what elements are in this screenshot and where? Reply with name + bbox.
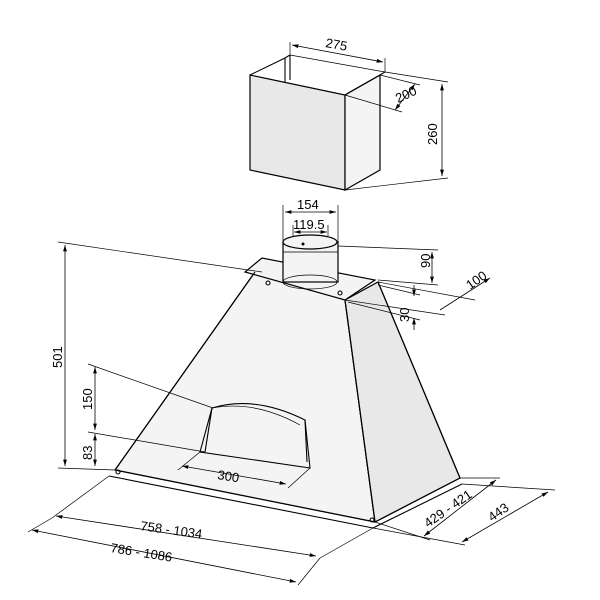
dim-chimney-width: 275 bbox=[289, 35, 386, 72]
air-outlet-collar bbox=[282, 234, 339, 290]
dim-opening-width: 300 bbox=[177, 451, 311, 489]
dim-opening-heights: 150 83 bbox=[80, 363, 214, 466]
label-outer-width-range: 786 - 1086 bbox=[110, 540, 174, 565]
label-inner-width-range: 758 - 1034 bbox=[140, 518, 204, 542]
label-total-height: 501 bbox=[50, 346, 65, 368]
label-outer-depth: 443 bbox=[485, 500, 511, 525]
label-outlet-inner: 119.5 bbox=[293, 217, 325, 232]
chimney-front-face bbox=[249, 74, 346, 191]
label-chimney-depth: 200 bbox=[393, 83, 419, 106]
dim-chimney-height: 260 bbox=[344, 71, 449, 191]
label-chimney-height: 260 bbox=[425, 123, 440, 145]
label-chimney-width: 275 bbox=[324, 35, 348, 54]
dim-collar-height: 30 bbox=[347, 284, 421, 330]
dim-outlet-diameters: 154 119.5 bbox=[282, 197, 339, 242]
label-outlet-outer: 154 bbox=[297, 197, 319, 212]
label-outlet-offset: 100 bbox=[463, 268, 489, 293]
hood-front-opening bbox=[199, 403, 311, 469]
label-outlet-height: 90 bbox=[418, 254, 433, 268]
dim-total-height: 501 bbox=[50, 241, 263, 471]
label-opening-width: 300 bbox=[217, 467, 241, 485]
hood-body bbox=[108, 257, 463, 529]
dim-outlet-height: 90 bbox=[337, 245, 439, 286]
label-opening-bottom: 83 bbox=[80, 446, 95, 460]
chimney-cover bbox=[249, 54, 386, 192]
outlet-top-ring bbox=[282, 234, 338, 250]
chimney-top-edge bbox=[249, 54, 291, 76]
label-collar-height: 30 bbox=[397, 308, 412, 322]
label-opening-height: 150 bbox=[80, 388, 95, 410]
